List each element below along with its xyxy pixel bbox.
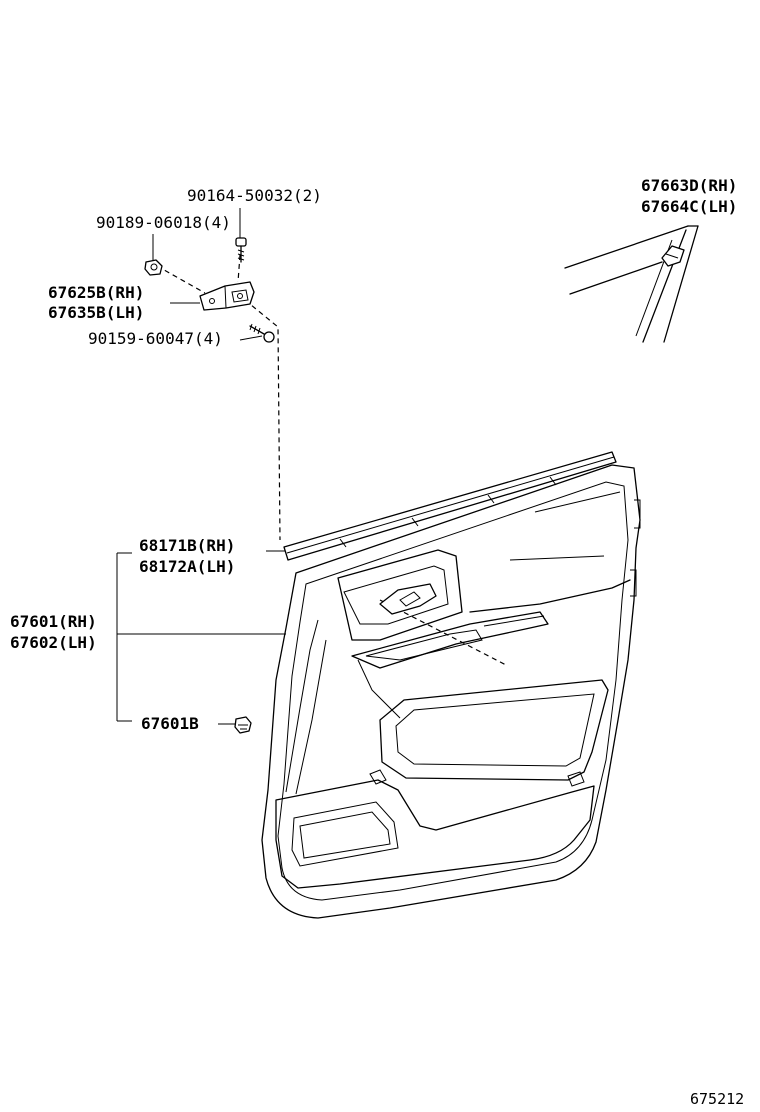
label-molding-rh: 67663D(RH)	[641, 176, 737, 195]
door-frame-molding	[564, 225, 699, 343]
label-panel-lh: 67602(LH)	[10, 633, 97, 652]
leader-lines	[116, 208, 290, 725]
door-weatherstrip	[283, 451, 617, 561]
screw-icon	[235, 237, 247, 263]
assembly-guides	[156, 254, 509, 667]
label-panel-rh: 67601(RH)	[10, 612, 97, 631]
door-trim-panel	[261, 464, 641, 919]
label-screw-lower: 90159-60047(4)	[88, 329, 223, 348]
figure-number: 675212	[690, 1090, 744, 1108]
label-weatherstrip-lh: 68172A(LH)	[139, 557, 235, 576]
panel-clip-icon	[234, 716, 252, 734]
label-clip-nut: 90189-06018(4)	[96, 213, 231, 232]
label-molding-lh: 67664C(LH)	[641, 197, 737, 216]
bracket-icon	[199, 281, 255, 311]
label-bracket-rh: 67625B(RH)	[48, 283, 144, 302]
label-clip: 67601B	[141, 714, 199, 733]
label-bracket-lh: 67635B(LH)	[48, 303, 144, 322]
label-screw-upper: 90164-50032(2)	[187, 186, 322, 205]
label-weatherstrip-rh: 68171B(RH)	[139, 536, 235, 555]
screw-icon	[249, 323, 275, 343]
clip-nut-icon	[144, 259, 163, 276]
